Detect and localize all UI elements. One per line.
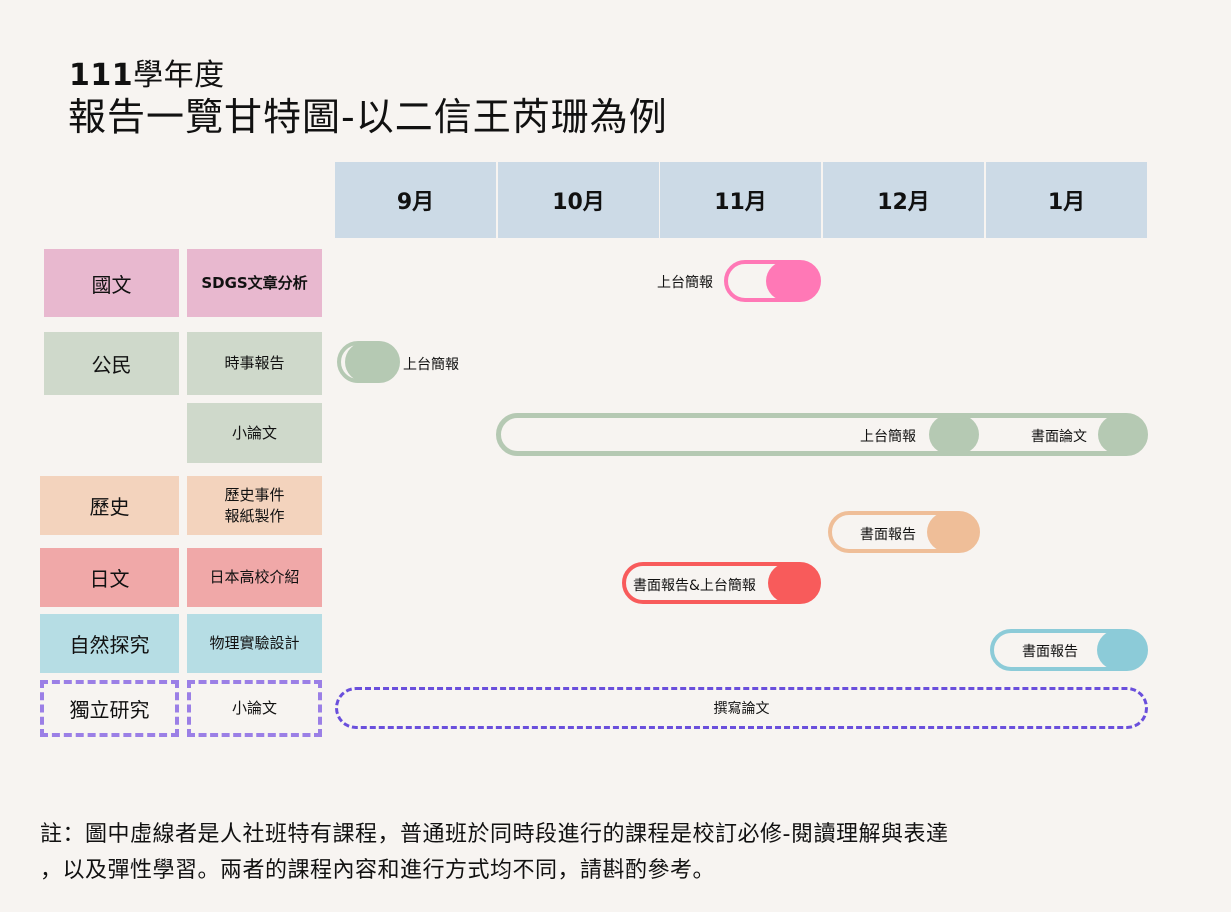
subject-japanese: 日文: [40, 548, 179, 607]
project-mini-thesis: 小論文: [187, 403, 322, 463]
task-bar-natural-inquiry: [990, 629, 1148, 671]
milestone-marker: [1097, 630, 1147, 670]
milestone-marker: [768, 563, 820, 603]
task-label: 撰寫論文: [713, 701, 770, 717]
year-number: 111: [69, 58, 134, 93]
project-physics-experiment: 物理實驗設計: [187, 614, 322, 673]
subject-history: 歷史: [40, 476, 179, 535]
subject-independent-study: 獨立研究: [40, 680, 179, 737]
task-bar-civics-thesis: [496, 413, 1148, 456]
task-label: 書面報告&上台簡報: [633, 578, 756, 594]
project-history-newspaper: 歷史事件 報紙製作: [187, 476, 322, 535]
task-bar-history: [828, 511, 980, 553]
month-header-12: 12月: [823, 162, 984, 238]
task-bar-independent-study: 撰寫論文: [335, 687, 1148, 729]
project-line: 歷史事件: [224, 485, 285, 504]
month-header-9: 9月: [335, 162, 496, 238]
milestone-marker: [927, 512, 979, 552]
project-japan-high-school: 日本高校介紹: [187, 548, 322, 607]
task-label: 書面報告: [860, 527, 916, 543]
task-label: 書面報告: [1022, 644, 1078, 660]
task-label: 上台簡報: [860, 429, 916, 445]
month-header-1: 1月: [986, 162, 1147, 238]
project-independent-thesis: 小論文: [187, 680, 322, 737]
footnote-line-1: 註：圖中虛線者是人社班特有課程，普通班於同時段進行的課程是校訂必修-閱讀理解與表…: [40, 822, 949, 847]
task-label: 上台簡報: [403, 357, 459, 373]
footnote-line-2: ，以及彈性學習。兩者的課程內容和進行方式均不同，請斟酌參考。: [40, 858, 716, 883]
subject-chinese: 國文: [44, 249, 179, 317]
month-header-11: 11月: [660, 162, 821, 238]
project-line: 報紙製作: [224, 506, 285, 525]
subject-natural-inquiry: 自然探究: [40, 614, 179, 673]
month-header-10: 10月: [498, 162, 659, 238]
task-label: 書面論文: [1031, 429, 1087, 445]
milestone-marker: [1098, 415, 1146, 454]
task-label: 上台簡報: [657, 275, 713, 291]
milestone-marker: [929, 415, 979, 454]
milestone-marker: [766, 261, 820, 301]
milestone-marker: [345, 342, 399, 382]
project-current-events: 時事報告: [187, 332, 322, 395]
task-bar-japanese: [622, 562, 821, 604]
task-bar-civics-news: [337, 341, 400, 383]
year-suffix: 學年度: [133, 58, 225, 93]
page-title: 報告一覽甘特圖-以二信王芮珊為例: [68, 95, 668, 139]
project-sdgs-analysis: SDGS文章分析: [187, 249, 322, 317]
year-heading: 111學年度: [69, 50, 225, 94]
task-bar-chinese: [724, 260, 821, 302]
subject-civics: 公民: [44, 332, 179, 395]
